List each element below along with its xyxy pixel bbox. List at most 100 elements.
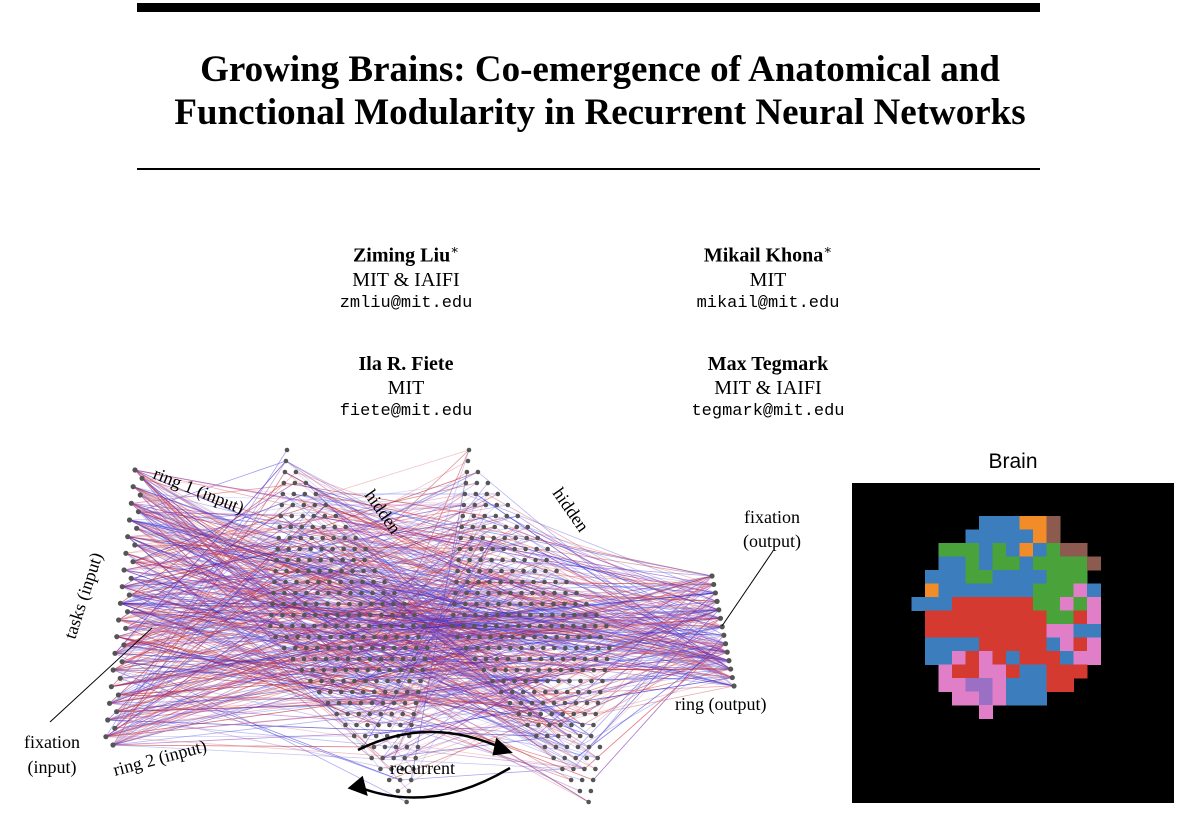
- neuron-node: [353, 535, 358, 541]
- neuron-node: [379, 612, 384, 618]
- neuron-node: [271, 590, 276, 596]
- neuron-node: [489, 557, 494, 563]
- neuron-node: [457, 546, 462, 552]
- neuron-node: [126, 592, 132, 598]
- neuron-node: [397, 777, 403, 783]
- connection-edge: [279, 526, 733, 678]
- neuron-node: [521, 568, 526, 574]
- neuron-node: [352, 678, 357, 684]
- neuron-node: [277, 524, 283, 530]
- neuron-node: [507, 601, 512, 607]
- neuron-node: [368, 612, 373, 618]
- neuron-node: [378, 766, 383, 772]
- connection-edge: [118, 619, 528, 726]
- brain-module-cell: [1060, 543, 1074, 557]
- neuron-node: [413, 755, 418, 761]
- brain-module-cell: [1033, 516, 1047, 530]
- neuron-node: [382, 744, 388, 750]
- connection-edge: [114, 548, 366, 654]
- connection-edge: [125, 515, 303, 629]
- connection-edge: [129, 519, 289, 550]
- neuron-node: [334, 623, 339, 629]
- neuron-node: [492, 667, 498, 673]
- neuron-node: [510, 568, 515, 574]
- connection-edge: [388, 548, 548, 781]
- connection-edge: [116, 691, 513, 713]
- neuron-node: [371, 744, 377, 750]
- neuron-node: [112, 725, 118, 731]
- connection-edge: [111, 636, 309, 688]
- connection-edge: [573, 609, 719, 660]
- neuron-node: [283, 458, 289, 464]
- neuron-node: [356, 711, 362, 717]
- neuron-node: [580, 722, 585, 728]
- neuron-node: [331, 535, 336, 541]
- neuron-node: [535, 535, 540, 541]
- brain-module-cell: [1060, 583, 1074, 598]
- neuron-node: [332, 524, 338, 530]
- neuron-node: [515, 513, 521, 519]
- connection-edge: [499, 592, 723, 628]
- neuron-node: [420, 667, 426, 673]
- neuron-node: [317, 568, 322, 574]
- neuron-node: [103, 734, 109, 740]
- neuron-node: [529, 601, 534, 607]
- connection-edge: [284, 471, 500, 594]
- brain-module-cell: [1087, 597, 1101, 611]
- neuron-node: [536, 667, 542, 673]
- brain-module-cell: [1006, 597, 1020, 611]
- neuron-node: [531, 579, 536, 585]
- connection-edge: [409, 626, 723, 682]
- connection-edge: [118, 625, 508, 696]
- neuron-node: [381, 645, 386, 651]
- connection-edge: [400, 660, 729, 671]
- connection-edge: [283, 482, 478, 605]
- neuron-node: [560, 766, 565, 772]
- neuron-node: [361, 568, 366, 574]
- neuron-node: [551, 601, 556, 607]
- author-email: mikail@mit.edu: [696, 293, 840, 313]
- neuron-node: [563, 645, 568, 651]
- connection-edge: [361, 592, 480, 638]
- neuron-node: [523, 678, 528, 684]
- neuron-node: [393, 689, 399, 695]
- connection-edge: [127, 536, 321, 561]
- neuron-node: [345, 656, 351, 662]
- neuron-node: [578, 678, 583, 684]
- connection-edge: [112, 647, 296, 746]
- neuron-node: [731, 683, 737, 689]
- neuron-node: [586, 744, 592, 750]
- brain-module-cell: [1073, 651, 1088, 665]
- connection-edge: [111, 636, 408, 688]
- connection-edge: [393, 570, 491, 759]
- connection-edge: [134, 469, 326, 506]
- neuron-node: [482, 513, 488, 519]
- brain-module-cell: [938, 610, 953, 625]
- neuron-node: [480, 535, 485, 541]
- brain-module-cell: [1087, 556, 1101, 571]
- connection-edge: [464, 614, 728, 653]
- connection-edge: [300, 537, 552, 627]
- neuron-node: [551, 700, 557, 706]
- brain-module-cell: [1006, 691, 1020, 706]
- connection-edge: [343, 680, 563, 715]
- neuron-node: [404, 689, 410, 695]
- neuron-node: [279, 623, 284, 629]
- neuron-node: [483, 623, 488, 629]
- connection-edge: [142, 477, 496, 517]
- neuron-node: [132, 467, 138, 473]
- neuron-node: [376, 722, 381, 728]
- neuron-node: [453, 590, 458, 596]
- connection-edge: [281, 625, 588, 704]
- neuron-node: [312, 656, 318, 662]
- connection-edge: [105, 736, 416, 759]
- neuron-node: [110, 667, 116, 673]
- connection-edge: [383, 592, 480, 638]
- connection-edge: [133, 486, 535, 638]
- connection-edge: [109, 592, 362, 704]
- paper-title: Growing Brains: Co-emergence of Anatomic…: [100, 48, 1100, 134]
- neuron-node: [543, 634, 548, 640]
- neuron-node: [507, 700, 513, 706]
- connection-edge: [113, 669, 401, 781]
- brain-module-cell: [1033, 570, 1047, 584]
